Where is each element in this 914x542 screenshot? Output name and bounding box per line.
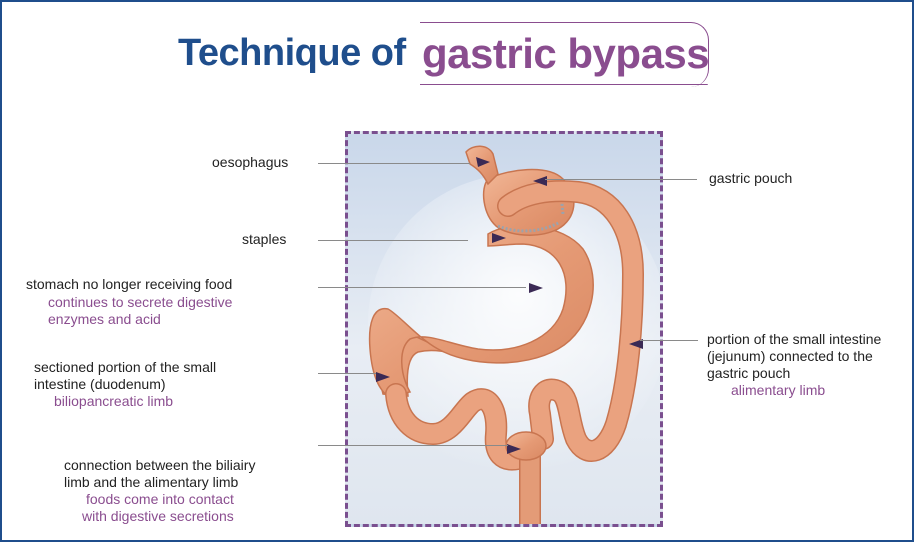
leader-gastric-pouch — [545, 179, 697, 180]
label-gastric-pouch: gastric pouch — [709, 170, 792, 187]
anatomy-illustration — [345, 131, 663, 527]
leader-duodenum — [318, 373, 376, 374]
label-connection-2: limb and the alimentary limb — [64, 474, 238, 491]
leader-jejunum — [640, 340, 698, 341]
label-connection-1: connection between the biliairy — [64, 457, 255, 474]
title-underline — [420, 84, 708, 85]
title-emphasis-box: gastric bypass — [420, 22, 720, 86]
label-duodenum-sub: biliopancreatic limb — [54, 393, 173, 410]
leader-connection — [318, 445, 508, 446]
title-emphasis: gastric bypass — [422, 30, 709, 78]
label-stomach: stomach no longer receiving food — [26, 276, 232, 293]
label-jejunum-sub: alimentary limb — [731, 382, 825, 399]
leader-staples — [318, 240, 468, 241]
leader-stomach — [318, 287, 526, 288]
label-connection-sub-2: with digestive secretions — [82, 508, 234, 525]
label-oesophagus: oesophagus — [212, 154, 288, 171]
title-lead: Technique of — [178, 32, 406, 75]
label-duodenum-1: sectioned portion of the small — [34, 359, 216, 376]
label-jejunum-2: (jejunum) connected to the — [707, 348, 873, 365]
label-jejunum-3: gastric pouch — [707, 365, 790, 382]
label-staples: staples — [242, 231, 286, 248]
label-duodenum-2: intestine (duodenum) — [34, 376, 166, 393]
leader-oesophagus — [318, 163, 470, 164]
label-connection-sub-1: foods come into contact — [86, 491, 234, 508]
label-jejunum-1: portion of the small intestine — [707, 331, 881, 348]
label-stomach-sub-2: enzymes and acid — [48, 311, 161, 328]
label-stomach-sub-1: continues to secrete digestive — [48, 294, 232, 311]
digestive-tract-drawing — [348, 134, 660, 524]
